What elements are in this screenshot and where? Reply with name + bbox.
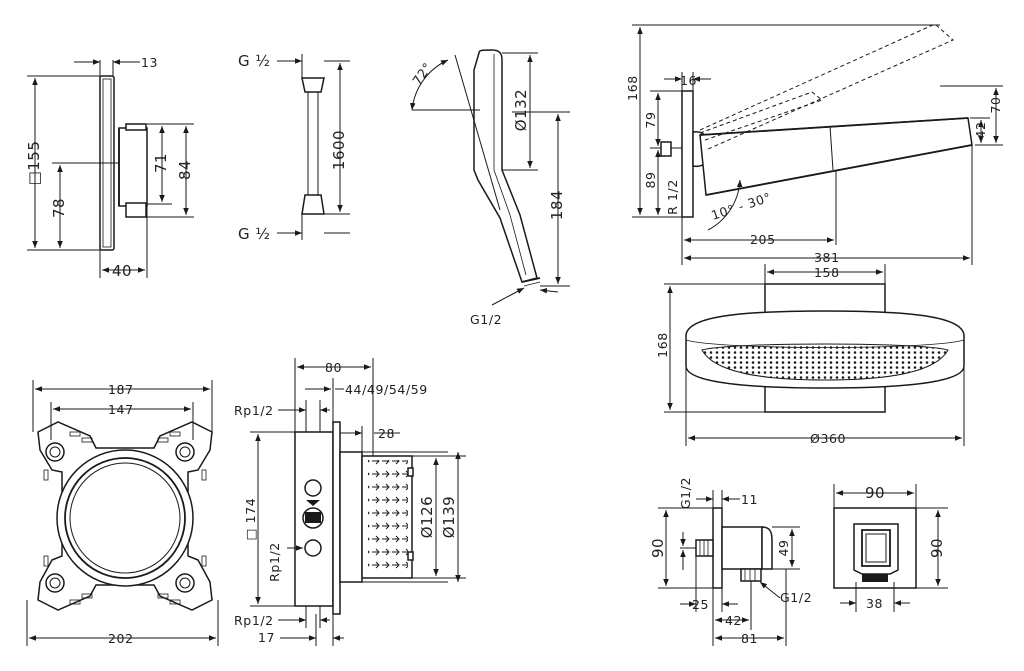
outlet-side-view: G1/2 11 90 49 25 G1/2 42 81: [649, 477, 812, 646]
dim-thermostat-78: 78: [50, 198, 68, 218]
ibox-rp-top: Rp1/2: [234, 403, 274, 418]
dim-ibox-side-17: 17: [258, 630, 275, 645]
outlet-side-thread: [695, 539, 714, 557]
ibox-port-top: [304, 479, 322, 497]
thermostat-body: [118, 127, 148, 207]
overhead-thread-r12: R 1/2: [665, 179, 680, 215]
ibox-rp-bottom: Rp1/2: [234, 613, 274, 628]
dim-outlet-11: 11: [741, 492, 758, 507]
dim-overhead-front-158: 158: [814, 265, 840, 280]
dim-outlet-front-90-right: 90: [928, 538, 946, 558]
dim-outlet-front-90-top: 90: [865, 484, 885, 502]
dim-ibox-side-139: Ø139: [440, 496, 458, 538]
handshower-body: [473, 49, 538, 283]
overhead-wall-plate: [681, 90, 694, 218]
overhead-wall-thread: [660, 141, 672, 157]
hose-nut-bottom: [301, 194, 325, 215]
ibox-side-flange: [332, 421, 341, 615]
dim-overhead-front-360: Ø360: [810, 431, 846, 446]
dim-outlet-49: 49: [776, 539, 791, 556]
ibox-rp-mid: Rp1/2: [267, 542, 282, 582]
dim-thermostat-155: □155: [25, 141, 43, 186]
overhead-front-nozzles: [701, 343, 949, 381]
dim-ibox-side-28: 28: [378, 426, 395, 441]
dim-overhead-381: 381: [814, 250, 840, 265]
dim-handshower-184: 184: [548, 190, 566, 220]
thermostat-cap-top: [125, 123, 147, 131]
dim-outlet-42: 42: [725, 613, 742, 628]
ibox-side-module: [339, 451, 363, 583]
handshower-inner-line: [493, 54, 527, 276]
ibox-port-bottom: [304, 539, 322, 557]
dim-outlet-90: 90: [649, 538, 667, 558]
dim-ibox-187: 187: [108, 382, 134, 397]
ibox-front-view: 187 147 202: [26, 380, 219, 646]
handshower-connector: [521, 277, 541, 283]
dim-overhead-79: 79: [643, 111, 658, 128]
dim-ibox-202: 202: [108, 631, 134, 646]
outlet-thread-side: G1/2: [780, 590, 812, 605]
ibox-mount-slots: [43, 431, 207, 605]
outlet-side-connector: [740, 568, 762, 582]
ibox-side-flow-arrows: [368, 460, 408, 574]
thermostat-view: 13 □155 78 71 84 40: [25, 55, 194, 280]
dim-outlet-81: 81: [741, 631, 758, 646]
dim-overhead-89: 89: [643, 171, 658, 188]
overhead-side-view: 168 16 79 89 R 1/2 10° - 30° 205 381 70: [625, 23, 1003, 265]
outlet-front-view: 90 90 38: [833, 484, 948, 612]
ibox-side-view: 80 44/49/54/59 Rp1/2 28 □ 174 Rp1/2 Rp1/…: [234, 358, 466, 646]
overhead-arm-ghost-high: [699, 23, 954, 151]
ibox-outer-ring: [56, 449, 194, 587]
thermostat-cap-bottom: [125, 202, 147, 218]
dim-thermostat-71: 71: [152, 153, 170, 173]
dim-outlet-front-38: 38: [866, 596, 883, 611]
dim-outlet-25: 25: [692, 597, 709, 612]
dim-thermostat-84: 84: [176, 160, 194, 180]
overhead-arm-ghost-mid: [699, 91, 824, 141]
outlet-thread-top: G1/2: [678, 477, 693, 509]
dim-ibox-side-174: □ 174: [243, 498, 258, 541]
dim-ibox-147: 147: [108, 402, 134, 417]
outlet-side-plate: [712, 507, 723, 589]
overhead-angle-range: 10° - 30°: [709, 189, 773, 222]
dim-overhead-16: 16: [680, 73, 697, 88]
overhead-front-view: 158 168 Ø360: [655, 264, 965, 446]
dim-overhead-42: 42: [973, 121, 988, 138]
dim-overhead-70: 70: [988, 96, 1003, 113]
dim-thermostat-13: 13: [141, 55, 158, 70]
dim-overhead-front-168: 168: [655, 332, 670, 358]
ibox-ring-inner: [69, 462, 181, 574]
dim-overhead-205: 205: [750, 232, 776, 247]
handshower-thread: G1/2: [470, 312, 502, 327]
handshower-view: 72° Ø132 184 G1/2: [409, 49, 570, 327]
dim-ibox-side-depths: 44/49/54/59: [345, 382, 428, 397]
outlet-front-holder: [853, 523, 899, 575]
ibox-corner-holes: [45, 442, 195, 593]
dim-thermostat-40: 40: [112, 262, 132, 280]
outlet-side-body: [721, 526, 763, 570]
hose-view: G ½ G ½ 1600: [238, 52, 350, 243]
dim-overhead-168: 168: [625, 75, 640, 101]
handshower-angle-72: 72°: [409, 59, 435, 87]
dim-ibox-side-80: 80: [325, 360, 342, 375]
dim-handshower-132: Ø132: [512, 89, 530, 131]
dim-ibox-side-126: Ø126: [418, 496, 436, 538]
dim-hose-1600: 1600: [330, 130, 348, 170]
outlet-front-connector: [862, 574, 888, 582]
hose-thread-top: G ½: [238, 52, 270, 70]
ibox-ring-mid: [64, 457, 186, 579]
hose-thread-bottom: G ½: [238, 225, 270, 243]
hose-nut-top: [301, 77, 325, 93]
